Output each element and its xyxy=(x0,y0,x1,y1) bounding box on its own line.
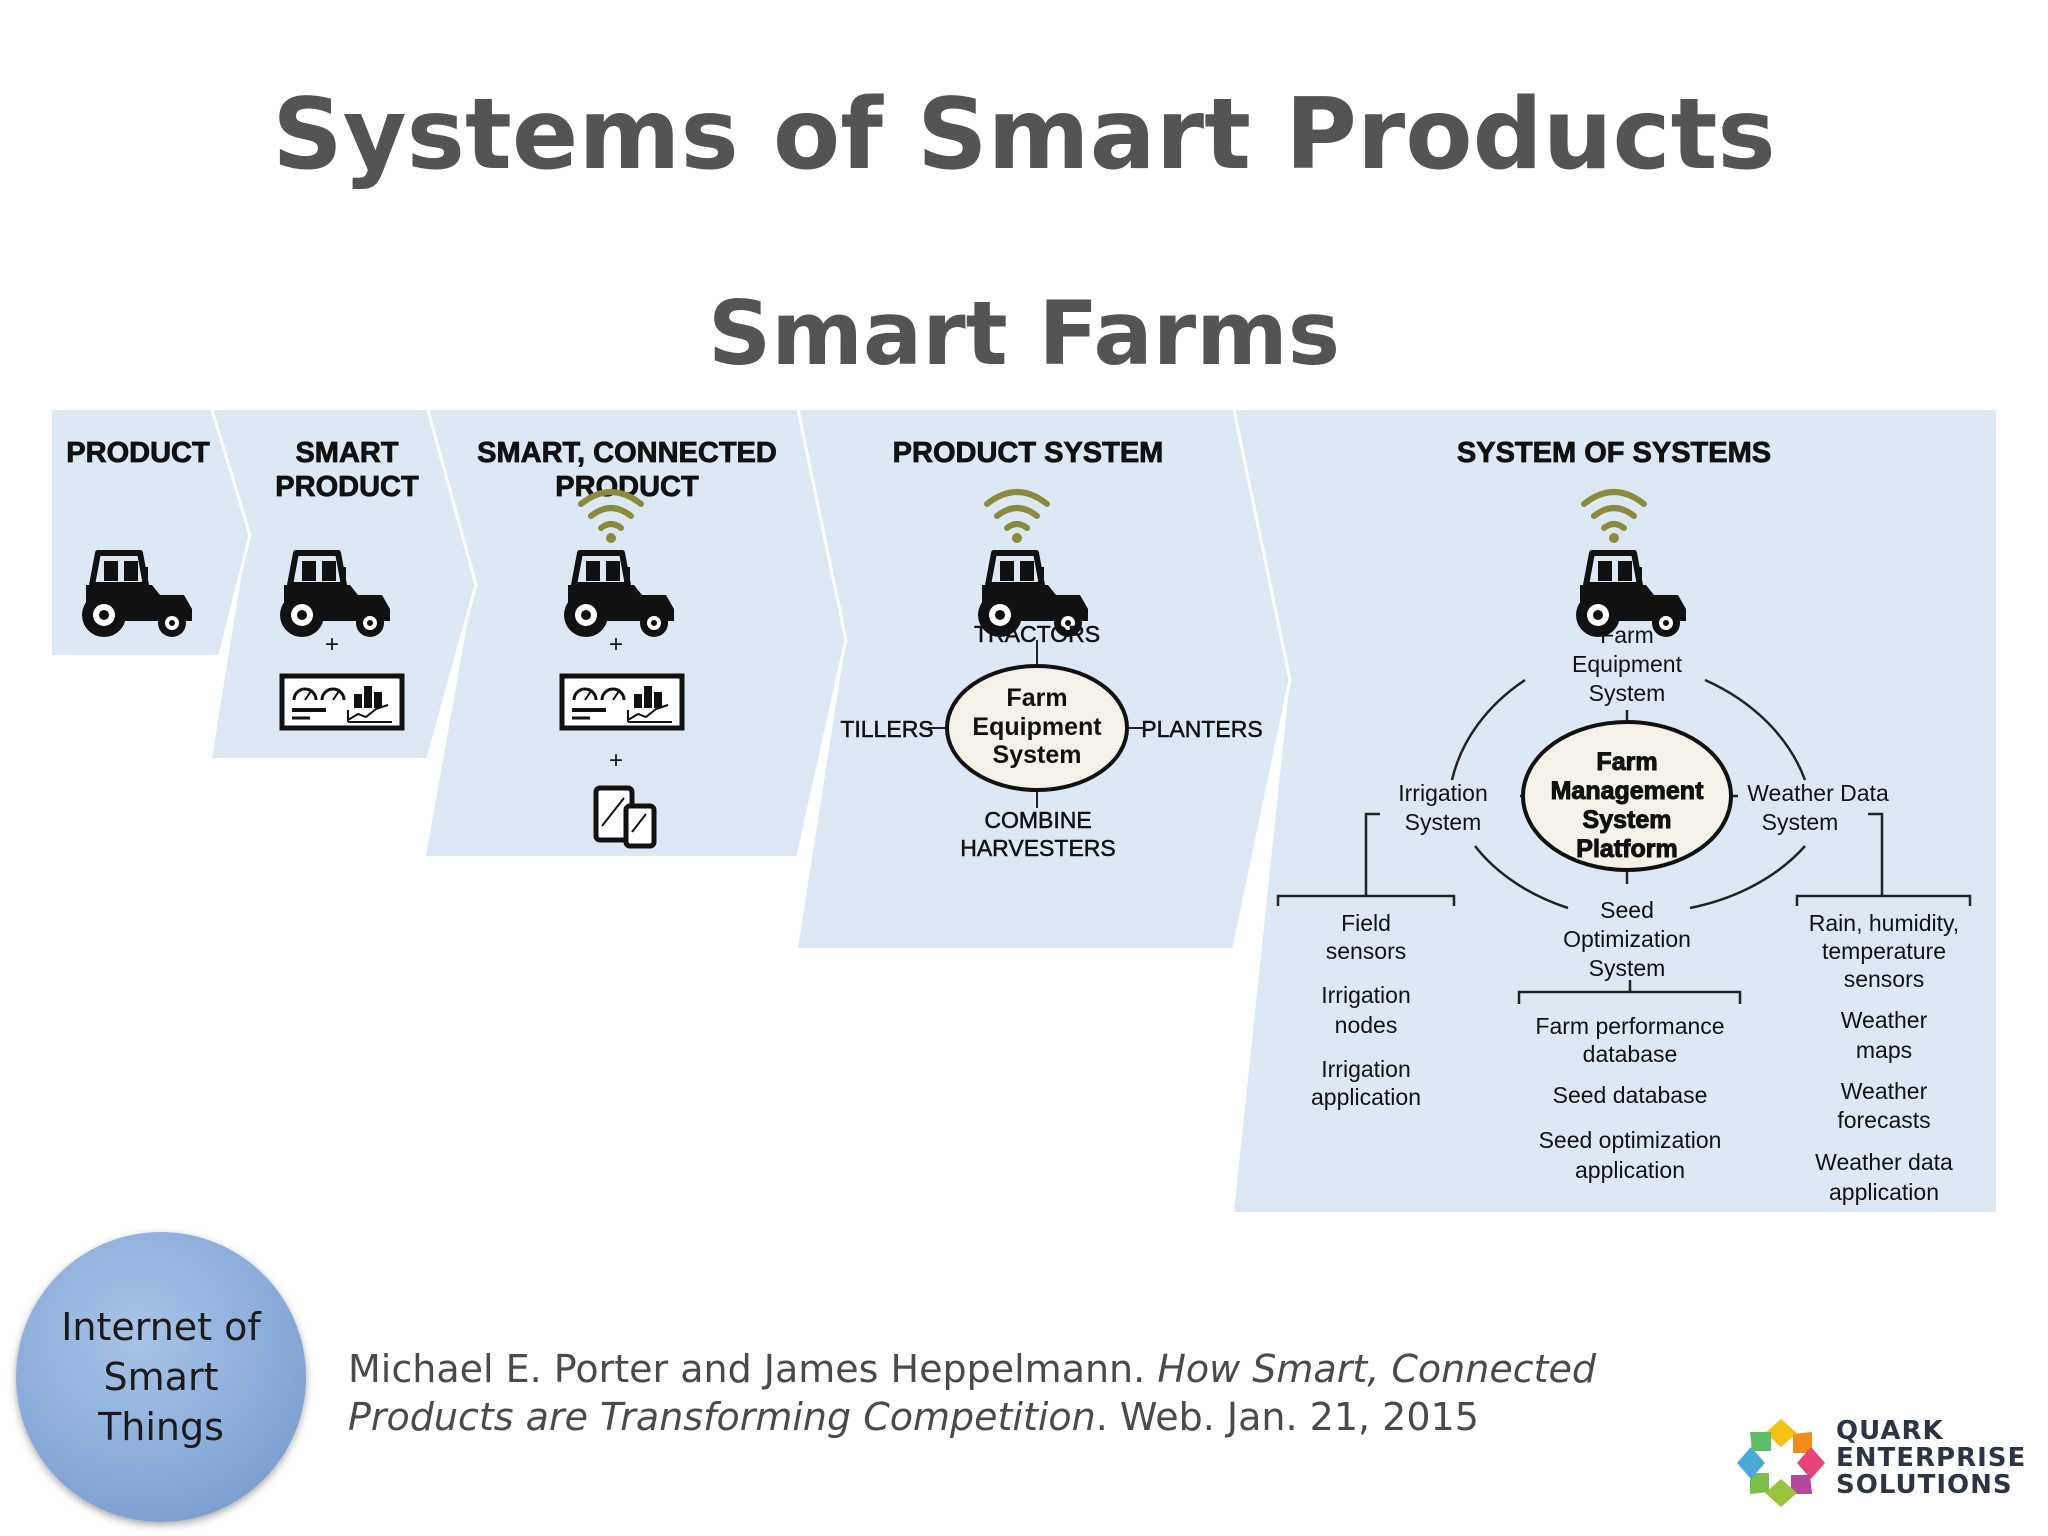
weather-item: forecasts xyxy=(1837,1107,1930,1133)
hub-label-line: Equipment xyxy=(972,713,1102,741)
irrigation-item: Irrigation xyxy=(1321,1056,1410,1082)
logo-line: QUARK xyxy=(1836,1416,1944,1446)
irrigation-system-label: System xyxy=(1405,809,1482,835)
node-planters: PLANTERS xyxy=(1141,716,1262,742)
plus-sign: + xyxy=(609,747,623,774)
stage-header-product: PRODUCT xyxy=(66,437,210,469)
irrigation-item: sensors xyxy=(1326,938,1407,964)
plus-sign: + xyxy=(609,631,623,658)
product-system-hub xyxy=(928,640,1144,808)
farm-equipment-system-label: Farm xyxy=(1600,622,1654,648)
weather-item: Weather xyxy=(1841,1007,1928,1033)
seed-item: Seed optimization xyxy=(1539,1127,1722,1153)
slide-subtitle: Smart Farms xyxy=(707,282,1341,385)
stage-header-product-system: PRODUCT SYSTEM xyxy=(893,437,1164,469)
weather-data-system-label: Weather Data xyxy=(1747,780,1889,806)
node-combine: COMBINE xyxy=(984,807,1091,833)
node-tillers: TILLERS xyxy=(840,716,933,742)
logo-line: SOLUTIONS xyxy=(1836,1470,2013,1500)
platform-label-line: Farm xyxy=(1596,748,1657,776)
panel-smart-connected xyxy=(426,410,846,856)
farm-equipment-system-label: System xyxy=(1589,680,1666,706)
iot-badge-label: Internet of Smart Things xyxy=(61,1305,261,1449)
platform-label-line: System xyxy=(1583,806,1672,834)
weather-item: sensors xyxy=(1844,966,1925,992)
stage-header-smart-product-1: SMART xyxy=(295,437,398,469)
citation-rest: . Web. Jan. 21, 2015 xyxy=(1095,1395,1479,1439)
system-of-systems-hub xyxy=(1276,678,1972,1004)
weather-item: Weather xyxy=(1841,1078,1928,1104)
seed-item: application xyxy=(1575,1157,1685,1183)
seed-optimization-label: Seed xyxy=(1600,897,1654,923)
weather-item: Weather data xyxy=(1815,1149,1953,1175)
irrigation-item: application xyxy=(1311,1084,1421,1110)
seed-item: Farm performance xyxy=(1535,1013,1724,1039)
weather-item: maps xyxy=(1856,1037,1912,1063)
weather-item: Rain, humidity, xyxy=(1809,910,1959,936)
dashboard-icon xyxy=(282,676,402,728)
seed-optimization-label: Optimization xyxy=(1563,926,1691,952)
node-harvesters: HARVESTERS xyxy=(960,835,1116,861)
weather-data-system-label: System xyxy=(1762,809,1839,835)
logo-text: QUARK ENTERPRISE SOLUTIONS xyxy=(1836,1418,2026,1499)
dashboard-icon xyxy=(562,676,682,728)
stage-header-system-of-systems: SYSTEM OF SYSTEMS xyxy=(1457,437,1771,469)
citation-title-part-2: Products are Transforming Competition xyxy=(348,1395,1096,1439)
platform-label-line: Management xyxy=(1551,777,1704,805)
plus-sign: + xyxy=(325,631,339,658)
stage-header-smart-product-2: PRODUCT xyxy=(275,471,419,503)
logo-line: ENTERPRISE xyxy=(1836,1443,2027,1473)
citation-authors: Michael E. Porter and James Heppelmann. xyxy=(348,1347,1158,1391)
quark-logo-icon xyxy=(1737,1419,1825,1507)
weather-item: temperature xyxy=(1822,938,1946,964)
iot-badge: Internet of Smart Things xyxy=(16,1232,306,1522)
irrigation-item: Irrigation xyxy=(1321,982,1410,1008)
seed-optimization-label: System xyxy=(1589,955,1666,981)
hub-label-line: Farm xyxy=(1006,684,1067,712)
seed-item: database xyxy=(1583,1041,1678,1067)
weather-item: application xyxy=(1829,1179,1939,1205)
stage-header-smart-connected-1: SMART, CONNECTED xyxy=(477,437,777,469)
slide-title: Systems of Smart Products xyxy=(272,78,1776,192)
hub-label-line: System xyxy=(993,741,1082,769)
citation: Michael E. Porter and James Heppelmann. … xyxy=(348,1345,1698,1441)
farm-equipment-system-label: Equipment xyxy=(1572,651,1683,677)
irrigation-system-label: Irrigation xyxy=(1398,780,1487,806)
seed-item: Seed database xyxy=(1553,1082,1708,1108)
platform-label-line: Platform xyxy=(1576,835,1677,863)
node-tractors: TRACTORS xyxy=(974,621,1100,647)
irrigation-item: Field xyxy=(1341,910,1391,936)
citation-title-part-1: How Smart, Connected xyxy=(1157,1347,1597,1391)
irrigation-item: nodes xyxy=(1335,1012,1398,1038)
